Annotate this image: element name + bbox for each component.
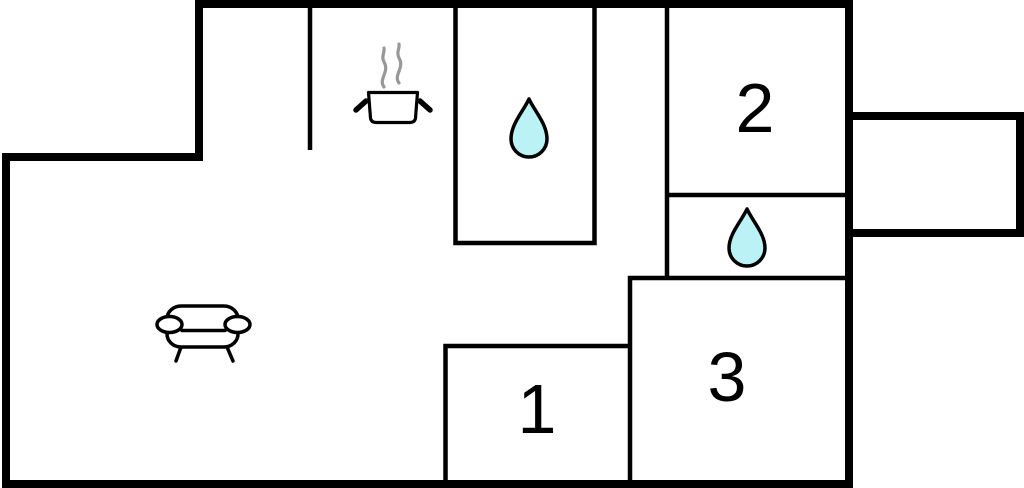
room-2-label: 2 (736, 69, 775, 147)
sofa-armrest-left (155, 314, 184, 335)
annex-wall (845, 112, 1024, 237)
room1-wall (443, 343, 630, 484)
sofa-leg-right (225, 345, 235, 363)
steam-line-icon (380, 46, 388, 89)
pot-handle-right (417, 98, 433, 113)
sofa-icon (155, 304, 252, 363)
water-drop-shape (509, 97, 549, 159)
steam-line-icon (395, 42, 403, 85)
room-3-label: 3 (708, 338, 747, 416)
bathroom-room3-wall (627, 275, 849, 484)
sofa-armrest-right (223, 314, 252, 335)
pot-body (366, 90, 420, 125)
water-drop-shape (727, 207, 767, 268)
sofa-leg-left (174, 345, 183, 363)
pot-handle-left (353, 98, 369, 113)
shower-room-wall (453, 8, 597, 246)
water-drop-icon (509, 97, 549, 159)
cooking-pot-icon (353, 42, 433, 125)
room-1-label: 1 (518, 370, 557, 448)
exterior-wall (2, 0, 853, 488)
water-drop-icon (727, 207, 767, 268)
